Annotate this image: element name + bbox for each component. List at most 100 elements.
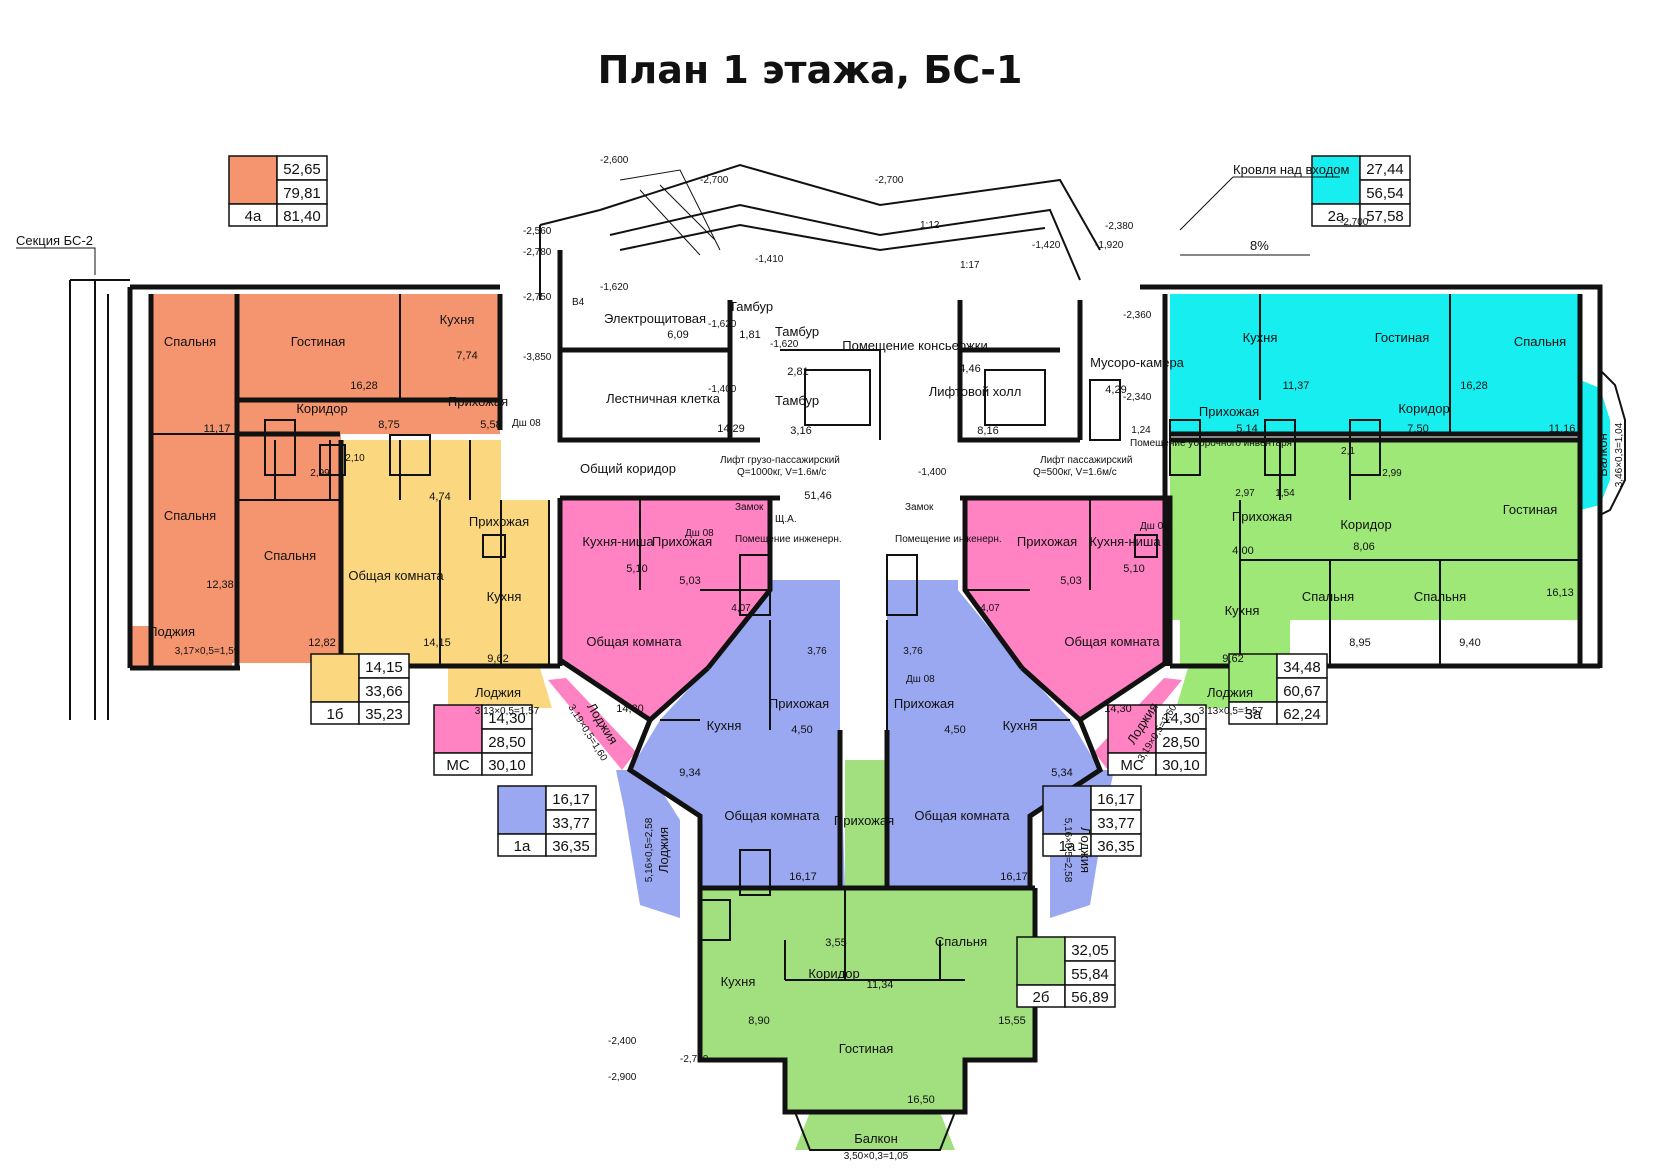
loggia-label: Лоджия [149, 624, 195, 639]
legend-living-area: 16,17 [1097, 791, 1135, 808]
bath-area: 2,10 [345, 453, 365, 464]
elevation-mark: -3,850 [523, 352, 552, 363]
room-name: Тамбур [775, 324, 819, 339]
loggia-label: Балкон [1595, 433, 1610, 477]
bathtub-icon [1349, 419, 1381, 476]
elevation-mark: -2,700 [875, 175, 904, 186]
loggia-dims: 3,17×0,5=1,59 [175, 646, 240, 657]
room-area: 15,55 [998, 1015, 1026, 1027]
legend-total-with-loggia: 62,24 [1283, 706, 1321, 723]
room-area: 4,50 [791, 724, 812, 736]
room-name: Общий коридор [580, 461, 676, 476]
legend-total-with-loggia: 30,10 [1162, 757, 1200, 774]
room-name: Электрощитовая [604, 311, 706, 326]
apt-shield-label: Щ.А. [775, 514, 797, 525]
room-name: Общая комната [724, 808, 820, 823]
room-area: 51,46 [804, 490, 832, 502]
elevation-mark: -2,400 [608, 1036, 637, 1047]
shelf-label: Дш 08 [512, 418, 541, 429]
room-name: Гостиная [1503, 502, 1558, 517]
legend-total-with-loggia: 36,35 [552, 838, 590, 855]
elevation-mark: -2,560 [523, 226, 552, 237]
room-area: 16,17 [1000, 871, 1028, 883]
elevation-mark: -2,900 [608, 1072, 637, 1083]
room-name: Прихожая [1199, 404, 1259, 419]
room-name: Коридор [1398, 401, 1449, 416]
loggia-dims: 5,16×0,5=2,58 [1062, 818, 1073, 883]
elevation-mark: -1,400 [918, 467, 947, 478]
elevation-mark: -2,700 [700, 175, 729, 186]
legend-total-area: 33,77 [552, 815, 590, 832]
room-area: 16,13 [1546, 587, 1574, 599]
elevation-mark: -2,700 [1340, 217, 1369, 228]
elevation-mark: -2,380 [1105, 221, 1134, 232]
legend-living-area: 14,30 [488, 710, 526, 727]
loggia-label: Лоджия [1207, 685, 1253, 700]
legend-mc-right: 14,30 28,50 МС 30,10 [1107, 704, 1207, 776]
apt-3a-fill [1170, 440, 1580, 708]
room-name: Кухня [487, 589, 522, 604]
legend-total-area: 60,67 [1283, 683, 1321, 700]
room-area: 5,03 [679, 575, 700, 587]
room-name: Кухня-ниша [582, 534, 654, 549]
loggia-dims: 3,13×0,5=1,57 [1199, 706, 1264, 717]
room-name: Гостиная [291, 334, 346, 349]
bath-area: 2,97 [1235, 488, 1255, 499]
annotations: Секция БС-2 Кровля над входом 8% 1:12 1:… [16, 162, 1350, 685]
elevation-mark: -1,920 [1095, 240, 1124, 251]
room-name: Спальня [1414, 589, 1466, 604]
elevation-mark: -2,600 [600, 155, 629, 166]
room-name: Спальня [1302, 589, 1354, 604]
loggia-label: Лоджия [1078, 827, 1093, 873]
elevation-mark: -2,780 [523, 247, 552, 258]
cabinet-label: Замок [735, 502, 764, 513]
bath-area: 4,07 [980, 603, 1000, 614]
room-name: Гостиная [1375, 330, 1430, 345]
room-name: Прихожая [448, 394, 508, 409]
legend-apartment-code: 1а [514, 838, 531, 855]
legend-living-area: 32,05 [1071, 942, 1109, 959]
room-name: Прихожая [769, 696, 829, 711]
room-area: 11,34 [867, 979, 894, 991]
legend-total-area: 79,81 [283, 185, 321, 202]
legend-total-with-loggia: 30,10 [488, 757, 526, 774]
toilet-icon [319, 444, 346, 476]
room-name: Общая комната [348, 568, 444, 583]
elevation-mark: -1,620 [770, 339, 799, 350]
legend-living-area: 14,30 [1162, 710, 1200, 727]
legend-living-area: 27,44 [1366, 161, 1404, 178]
shelf-label: Дш 08 [906, 674, 935, 685]
room-area: 4,74 [429, 491, 450, 503]
legend-apartment-code: 2а [1328, 208, 1345, 225]
room-name: Общая комната [1064, 634, 1160, 649]
room-name: Общая комната [914, 808, 1010, 823]
bathtub-icon [739, 554, 771, 616]
legend-2a: 27,44 56,54 2а 57,58 [1311, 155, 1411, 227]
legend-total-with-loggia: 35,23 [365, 706, 403, 723]
room-area: 5,03 [1060, 575, 1081, 587]
lift-pass-label: Лифт пассажирский [1040, 454, 1132, 466]
stove-icon [1134, 534, 1158, 558]
legend-4a: 52,65 79,81 4а 81,40 [228, 155, 328, 227]
legend-1a-left: 16,17 33,77 1а 36,35 [497, 785, 597, 857]
room-name: Спальня [264, 548, 316, 563]
room-area: 11,37 [1283, 380, 1310, 392]
section-bs2-label: Секция БС-2 [16, 233, 93, 248]
room-name: Прихожая [834, 813, 894, 828]
elevation-marks: -2,600 -2,700 -2,700 -2,560 -2,780 -2,75… [523, 155, 1369, 1083]
legend-mc-left: 14,30 28,50 МС 30,10 [433, 704, 533, 776]
room-name: Коридор [296, 401, 347, 416]
meter-room-label: Помещение инженерн. [735, 534, 842, 545]
legend-total-area: 28,50 [488, 734, 526, 751]
room-name: Спальня [164, 334, 216, 349]
legend-total-area: 33,66 [365, 683, 403, 700]
sink-icon [389, 434, 431, 476]
legend-apartment-code: 3а [1245, 706, 1262, 723]
legend-3a: 34,48 60,67 3а 62,24 [1228, 653, 1328, 725]
apt-1b-fill [341, 440, 552, 708]
room-name: Прихожая [894, 696, 954, 711]
bath-area: 2,99 [1382, 468, 1402, 479]
bath-area: 2,1 [1341, 446, 1355, 457]
room-area: 12,38 [206, 579, 234, 591]
room-area: 16,17 [789, 871, 817, 883]
